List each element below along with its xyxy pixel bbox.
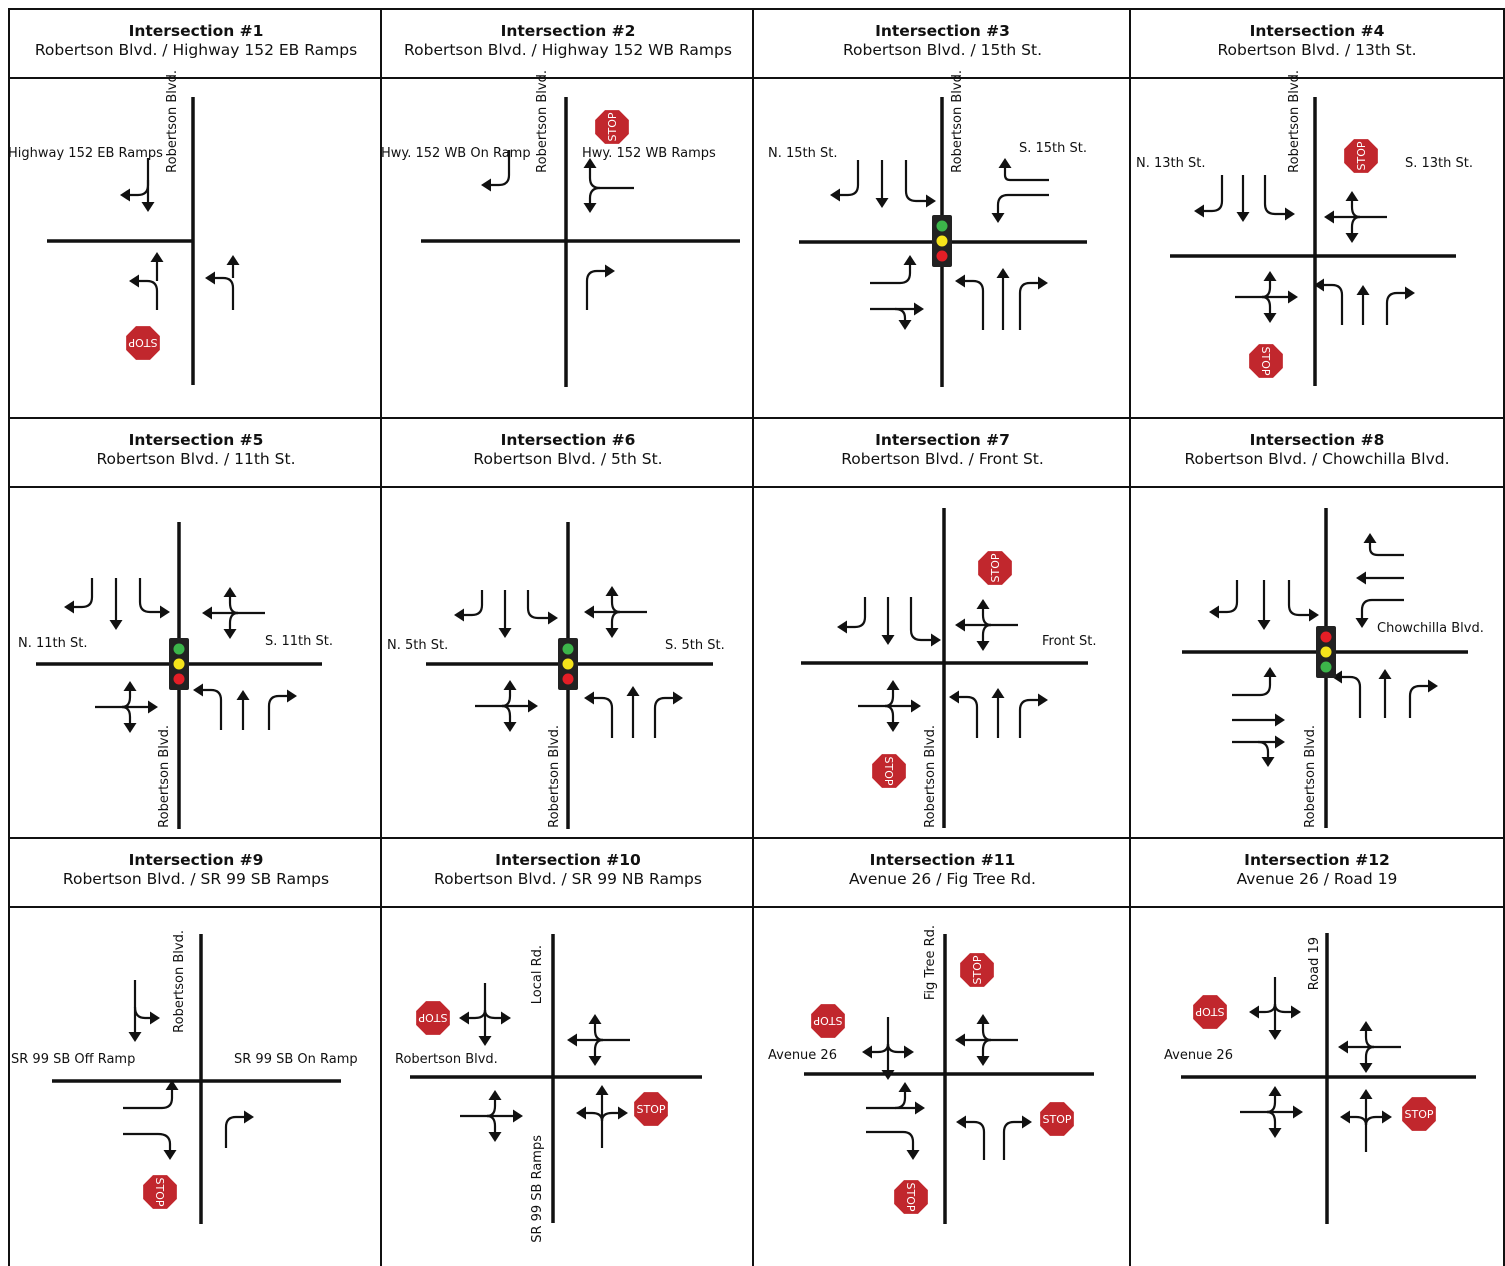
intersection-name: Robertson Blvd. / Front St. [841, 450, 1044, 468]
intersection-name: Robertson Blvd. / SR 99 NB Ramps [434, 870, 702, 888]
intersection-name: Robertson Blvd. / Highway 152 EB Ramps [34, 41, 358, 59]
intersection-number: Intersection #9 [128, 851, 264, 869]
intersection-number: Intersection #6 [500, 431, 636, 449]
intersection-number: Intersection #8 [1249, 431, 1385, 449]
intersection-number: Intersection #12 [1244, 851, 1390, 869]
intersection-name: Avenue 26 / Fig Tree Rd. [849, 870, 1036, 888]
intersection-name: Robertson Blvd. / 5th St. [473, 450, 663, 468]
intersection-name: Avenue 26 / Road 19 [1236, 870, 1398, 888]
intersection-name: Robertson Blvd. / SR 99 SB Ramps [62, 870, 330, 888]
intersection-name: Robertson Blvd. / Highway 152 WB Ramps [404, 41, 732, 59]
intersection-name: Robertson Blvd. / 13th St. [1217, 41, 1417, 59]
intersection-number: Intersection #3 [875, 22, 1010, 40]
intersection-name: Robertson Blvd. / 15th St. [842, 41, 1043, 59]
intersection-number: Intersection #4 [1249, 22, 1385, 40]
intersection-name: Robertson Blvd. / Chowchilla Blvd. [1184, 450, 1450, 468]
intersection-name: Robertson Blvd. / 11th St. [96, 450, 296, 468]
intersection-number: Intersection #7 [875, 431, 1010, 449]
intersection-number: Intersection #1 [128, 22, 264, 40]
intersection-number: Intersection #5 [128, 431, 264, 449]
intersection-number: Intersection #11 [869, 851, 1016, 869]
intersection-number: Intersection #2 [500, 22, 636, 40]
intersection-number: Intersection #10 [495, 851, 641, 869]
